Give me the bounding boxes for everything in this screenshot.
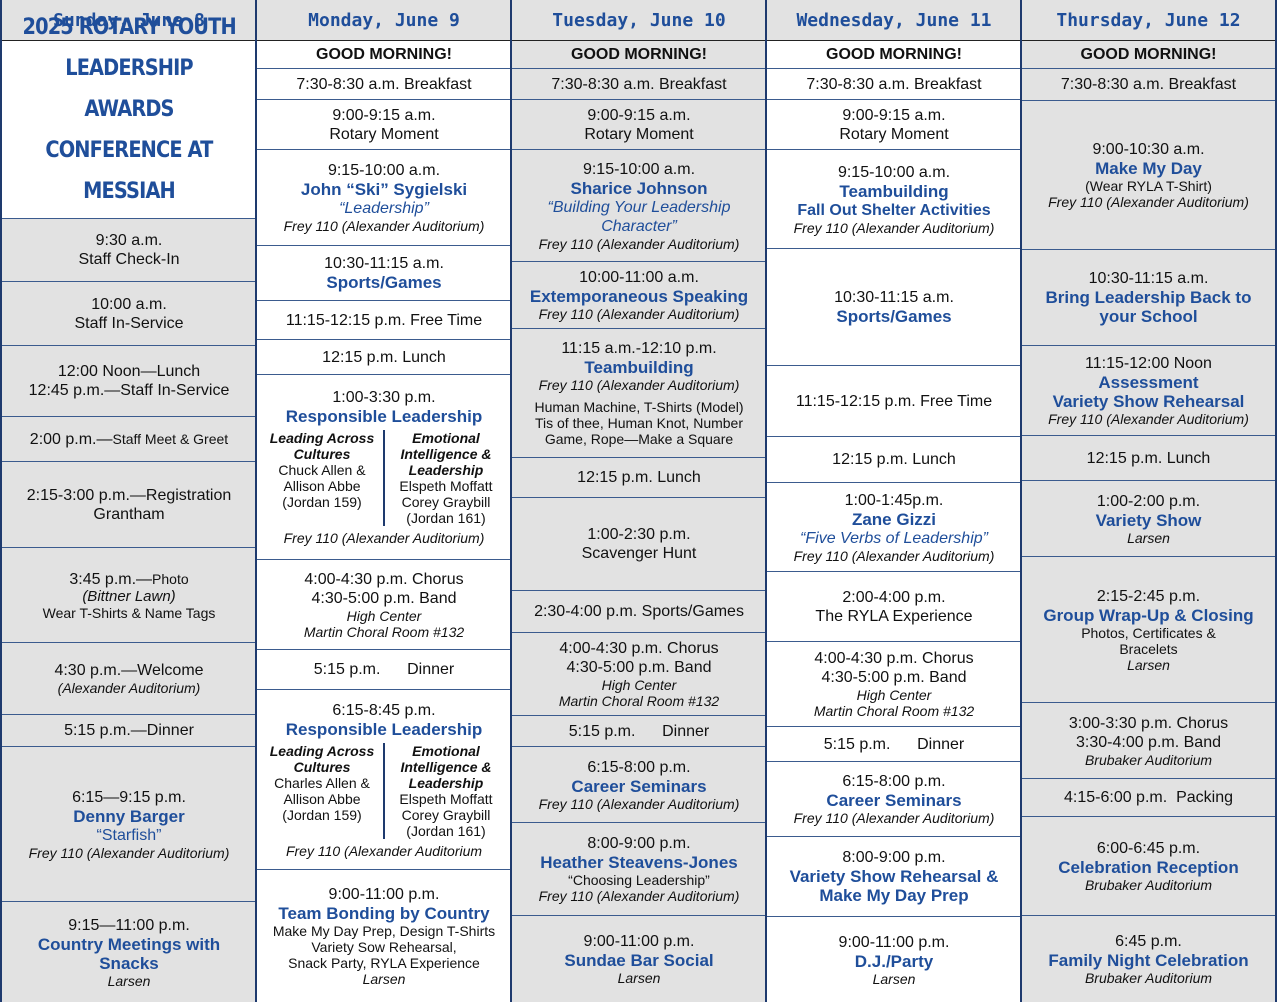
day-header-monday: Monday, June 9 <box>257 0 511 42</box>
mon-good-morning: GOOD MORNING! <box>257 41 511 68</box>
wed-variety-rehearsal: 8:00-9:00 p.m. Variety Show Rehearsal & … <box>767 836 1021 916</box>
mon-team-bonding: 9:00-11:00 p.m. Team Bonding by Country … <box>257 869 511 1002</box>
tue-heather-steavens-jones: 8:00-9:00 p.m. Heather Steavens-Jones “C… <box>512 822 766 915</box>
thu-lunch: 12:15 p.m. Lunch <box>1022 435 1275 480</box>
thu-chorus-band: 3:00-3:30 p.m. Chorus 3:30-4:00 p.m. Ban… <box>1022 702 1275 778</box>
day-header-thursday: Thursday, June 12 <box>1022 0 1275 42</box>
wed-dj-party: 9:00-11:00 p.m. D.J./Party Larsen <box>767 916 1021 1002</box>
thu-bring-leadership: 10:30-11:15 a.m. Bring Leadership Back t… <box>1022 249 1275 345</box>
tue-dinner: 5:15 p.m. Dinner <box>512 715 766 746</box>
wed-breakfast: 7:30-8:30 a.m. Breakfast <box>767 68 1021 99</box>
wed-teambuilding: 9:15-10:00 a.m. Teambuilding Fall Out Sh… <box>767 149 1021 248</box>
sun-denny-barger: 6:15—9:15 p.m. Denny Barger “Starfish” F… <box>2 746 256 901</box>
mon-rl1-tracks: Leading Across Cultures Chuck Allen & Al… <box>261 430 507 526</box>
thu-packing: 4:15-6:00 p.m. Packing <box>1022 778 1275 816</box>
sun-meet-greet: 2:00 p.m.—Staff Meet & Greet <box>2 416 256 461</box>
wed-free-time: 11:15-12:15 p.m. Free Time <box>767 365 1021 436</box>
sun-photo: 3:45 p.m.—Photo (Bittner Lawn) Wear T-Sh… <box>2 547 256 642</box>
thu-celebration-reception: 6:00-6:45 p.m. Celebration Reception Bru… <box>1022 816 1275 915</box>
mon-responsible-leadership-2: 6:15-8:45 p.m. Responsible Leadership Le… <box>257 689 511 869</box>
tue-good-morning: GOOD MORNING! <box>512 41 766 68</box>
sun-inservice: 10:00 a.m. Staff In-Service <box>2 281 256 345</box>
tue-rotary-moment: 9:00-9:15 a.m. Rotary Moment <box>512 99 766 149</box>
mon-free-time: 11:15-12:15 p.m. Free Time <box>257 300 511 339</box>
tue-career-seminars: 6:15-8:00 p.m. Career Seminars Frey 110 … <box>512 746 766 822</box>
mon-ski-sygielski: 9:15-10:00 a.m. John “Ski” Sygielski “Le… <box>257 149 511 245</box>
column-monday: Monday, June 9 GOOD MORNING! 7:30-8:30 a… <box>255 0 511 1002</box>
mon-chorus-band: 4:00-4:30 p.m. Chorus 4:30-5:00 p.m. Ban… <box>257 559 511 649</box>
day-header-tuesday: Tuesday, June 10 <box>512 0 766 42</box>
wed-dinner: 5:15 p.m. Dinner <box>767 726 1021 761</box>
wed-ryla-experience: 2:00-4:00 p.m. The RYLA Experience <box>767 571 1021 641</box>
thu-good-morning: GOOD MORNING! <box>1022 41 1275 68</box>
mon-rl2-tracks: Leading Across Cultures Charles Allen & … <box>261 742 507 839</box>
tue-teambuilding: 11:15 a.m.-12:10 p.m. Teambuilding Frey … <box>512 328 766 457</box>
column-tuesday: Tuesday, June 10 GOOD MORNING! 7:30-8:30… <box>510 0 766 1002</box>
tue-scavenger-hunt: 1:00-2:30 p.m. Scavenger Hunt <box>512 497 766 590</box>
wed-lunch: 12:15 p.m. Lunch <box>767 436 1021 482</box>
thu-assessment: 11:15-12:00 Noon Assessment Variety Show… <box>1022 345 1275 435</box>
wed-chorus-band: 4:00-4:30 p.m. Chorus 4:30-5:00 p.m. Ban… <box>767 641 1021 726</box>
wed-career-seminars: 6:15-8:00 p.m. Career Seminars Frey 110 … <box>767 761 1021 836</box>
conference-title: 2025 ROTARY YOUTH LEADERSHIP AWARDS CONF… <box>2 15 256 245</box>
wed-good-morning: GOOD MORNING! <box>767 41 1021 68</box>
mon-responsible-leadership-1: 1:00-3:30 p.m. Responsible Leadership Le… <box>257 374 511 559</box>
mon-rotary-moment: 9:00-9:15 a.m. Rotary Moment <box>257 99 511 149</box>
thu-family-night: 6:45 p.m. Family Night Celebration Bruba… <box>1022 915 1275 1002</box>
column-thursday: Thursday, June 12 GOOD MORNING! 7:30-8:3… <box>1020 0 1277 1002</box>
wed-rotary-moment: 9:00-9:15 a.m. Rotary Moment <box>767 99 1021 149</box>
sun-welcome: 4:30 p.m.—Welcome (Alexander Auditorium) <box>2 642 256 714</box>
tue-chorus-band: 4:00-4:30 p.m. Chorus 4:30-5:00 p.m. Ban… <box>512 632 766 715</box>
tue-sharice-johnson: 9:15-10:00 a.m. Sharice Johnson “Buildin… <box>512 149 766 261</box>
tue-sundae-bar: 9:00-11:00 p.m. Sundae Bar Social Larsen <box>512 915 766 1002</box>
sun-lunch: 12:00 Noon—Lunch 12:45 p.m.—Staff In-Ser… <box>2 345 256 416</box>
tue-lunch: 12:15 p.m. Lunch <box>512 457 766 497</box>
mon-breakfast: 7:30-8:30 a.m. Breakfast <box>257 68 511 99</box>
wed-zane-gizzi: 1:00-1:45p.m. Zane Gizzi “Five Verbs of … <box>767 482 1021 571</box>
mon-dinner: 5:15 p.m. Dinner <box>257 649 511 689</box>
column-sunday: Sunday, June 8 2025 ROTARY YOUTH LEADERS… <box>0 0 256 1002</box>
tue-breakfast: 7:30-8:30 a.m. Breakfast <box>512 68 766 99</box>
wed-sports: 10:30-11:15 a.m. Sports/Games <box>767 248 1021 365</box>
mon-sports: 10:30-11:15 a.m. Sports/Games <box>257 245 511 300</box>
thu-wrap-up: 2:15-2:45 p.m. Group Wrap-Up & Closing P… <box>1022 556 1275 702</box>
day-header-wednesday: Wednesday, June 11 <box>767 0 1021 42</box>
tue-extemporaneous: 10:00-11:00 a.m. Extemporaneous Speaking… <box>512 261 766 328</box>
sun-country-meetings: 9:15—11:00 p.m. Country Meetings with Sn… <box>2 901 256 1002</box>
tue-sports: 2:30-4:00 p.m. Sports/Games <box>512 590 766 632</box>
sun-registration: 2:15-3:00 p.m.—Registration Grantham <box>2 461 256 547</box>
sun-checkin: 9:30 a.m. Staff Check-In <box>2 218 256 281</box>
thu-breakfast: 7:30-8:30 a.m. Breakfast <box>1022 68 1275 100</box>
column-wednesday: Wednesday, June 11 GOOD MORNING! 7:30-8:… <box>765 0 1021 1002</box>
thu-variety-show: 1:00-2:00 p.m. Variety Show Larsen <box>1022 480 1275 556</box>
thu-make-my-day: 9:00-10:30 a.m. Make My Day (Wear RYLA T… <box>1022 100 1275 249</box>
sun-dinner: 5:15 p.m.—Dinner <box>2 714 256 746</box>
mon-lunch: 12:15 p.m. Lunch <box>257 339 511 374</box>
